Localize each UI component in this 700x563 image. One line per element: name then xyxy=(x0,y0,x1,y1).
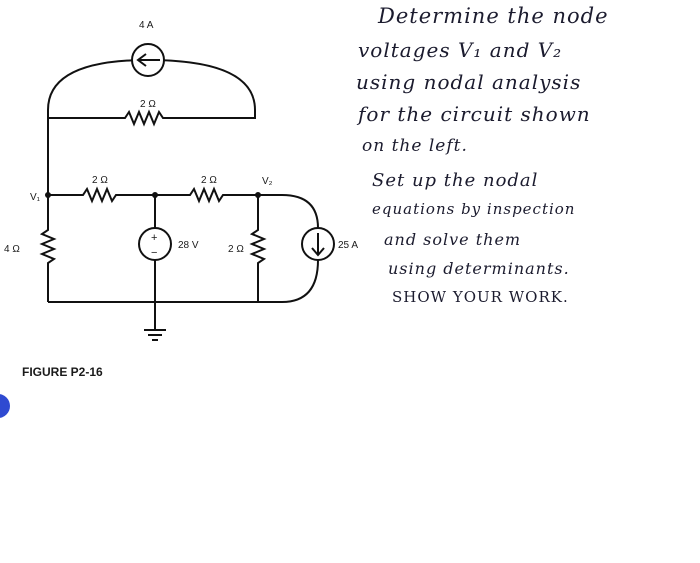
question-line-1: Determine the node xyxy=(378,4,609,28)
label-r-mid-series: 2 Ω xyxy=(201,175,217,186)
arrow-down-icon xyxy=(311,233,325,257)
question-line-8: and solve them xyxy=(384,230,522,249)
question-line-10: SHOW YOUR WORK. xyxy=(392,288,569,306)
label-28v: 28 V xyxy=(178,240,199,251)
voltage-source-28v xyxy=(138,227,172,261)
right-loop-wire xyxy=(258,194,319,303)
minus-sign: − xyxy=(151,247,157,259)
question-line-2: voltages V₁ and V₂ xyxy=(358,38,563,62)
resistor-mid-2ohm xyxy=(249,195,267,302)
label-r-left-series: 2 Ω xyxy=(92,175,108,186)
label-v1: V₁ xyxy=(30,192,41,203)
question-line-7: equations by inspection xyxy=(372,200,576,218)
label-r-mid-shunt: 2 Ω xyxy=(228,244,244,255)
question-line-6: Set up the nodal xyxy=(372,170,539,191)
question-line-5: on the left. xyxy=(362,136,468,156)
ground-icon xyxy=(144,302,166,341)
resistor-top-2ohm xyxy=(47,109,256,127)
label-v2: V₂ xyxy=(262,176,273,187)
question-line-9: using determinants. xyxy=(388,259,570,278)
figure-caption: FIGURE P2-16 xyxy=(22,365,103,379)
label-r-left-shunt: 4 Ω xyxy=(4,244,20,255)
label-25a: 25 A xyxy=(338,240,358,251)
label-4a: 4 A xyxy=(139,20,154,31)
arrow-left-icon xyxy=(136,53,160,67)
blue-marker-dot xyxy=(0,394,10,418)
plus-sign: + xyxy=(151,232,157,244)
question-line-4: for the circuit shown xyxy=(358,102,591,126)
label-r-top: 2 Ω xyxy=(140,99,156,110)
resistor-left-4ohm xyxy=(39,195,57,302)
question-line-3: using nodal analysis xyxy=(356,70,582,94)
